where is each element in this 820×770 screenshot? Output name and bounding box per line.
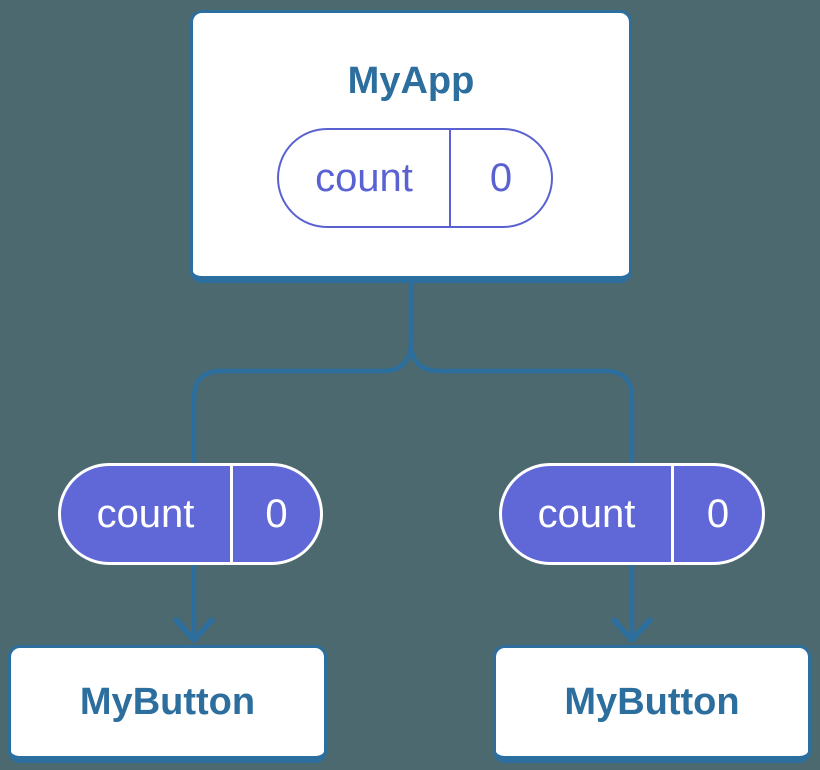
prop-pill-left: count 0 <box>58 463 323 565</box>
node-mybutton-left-title: MyButton <box>79 681 256 723</box>
prop-pill-right: count 0 <box>499 463 765 565</box>
prop-pill-right-label: count <box>502 466 674 562</box>
prop-pill-left-label: count <box>61 466 233 562</box>
state-pill-label: count <box>279 130 451 226</box>
prop-pill-right-value: 0 <box>706 492 730 536</box>
left-arrowhead-icon <box>173 617 215 643</box>
right-arrowhead-icon <box>611 617 653 643</box>
node-myapp-title: MyApp <box>347 60 475 102</box>
node-myapp: MyApp count 0 <box>190 10 632 283</box>
state-pill: count 0 <box>277 128 553 228</box>
left-branch-line <box>191 341 414 637</box>
node-mybutton-left: MyButton <box>8 645 327 763</box>
node-mybutton-right-title: MyButton <box>564 681 740 723</box>
state-pill-value: 0 <box>489 156 513 200</box>
right-branch-line <box>408 341 635 637</box>
prop-pill-left-value: 0 <box>265 492 288 536</box>
node-mybutton-right: MyButton <box>493 645 811 763</box>
